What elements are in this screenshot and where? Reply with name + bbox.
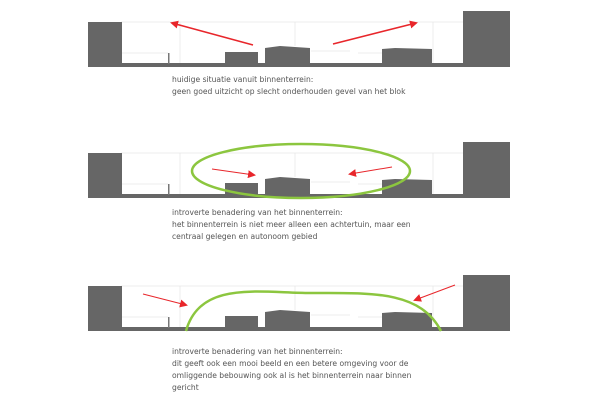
caption-line: omliggende bebouwing ook al is het binne… [172, 371, 412, 380]
caption-line: geen goed uitzicht op slecht onderhouden… [172, 87, 406, 96]
arrow-right-icon [332, 20, 418, 45]
caption-line: introverte benadering van het binnenterr… [172, 347, 343, 356]
section-2-caption: introverte benadering van het binnenterr… [172, 207, 411, 243]
section-1-caption: huidige situatie vanuit binnenterrein: g… [172, 74, 405, 98]
arrow-inward-right-icon [348, 166, 393, 177]
caption-line: huidige situatie vanuit binnenterrein: [172, 75, 314, 84]
section-3-profile [87, 274, 511, 332]
caption-line: introverte benadering van het binnenterr… [172, 208, 343, 217]
section-2-profile [87, 141, 511, 200]
caption-line: gericht [172, 383, 199, 392]
inner-area-arc [184, 290, 443, 332]
section-3-caption: introverte benadering van het binnenterr… [172, 346, 411, 394]
arrow-inward-left-icon [211, 168, 256, 179]
arrow-inward-left-icon [142, 293, 188, 308]
caption-line: centraal gelegen en autonoom gebied [172, 232, 318, 241]
arrow-left-icon [170, 20, 254, 46]
arrow-inward-right-icon [413, 284, 456, 302]
inner-area-ellipse [190, 142, 412, 200]
caption-line: het binnenterrein is niet meer alleen ee… [172, 220, 411, 229]
section-1-profile [87, 10, 511, 68]
caption-line: dit geeft ook een mooi beeld en een bete… [172, 359, 409, 368]
